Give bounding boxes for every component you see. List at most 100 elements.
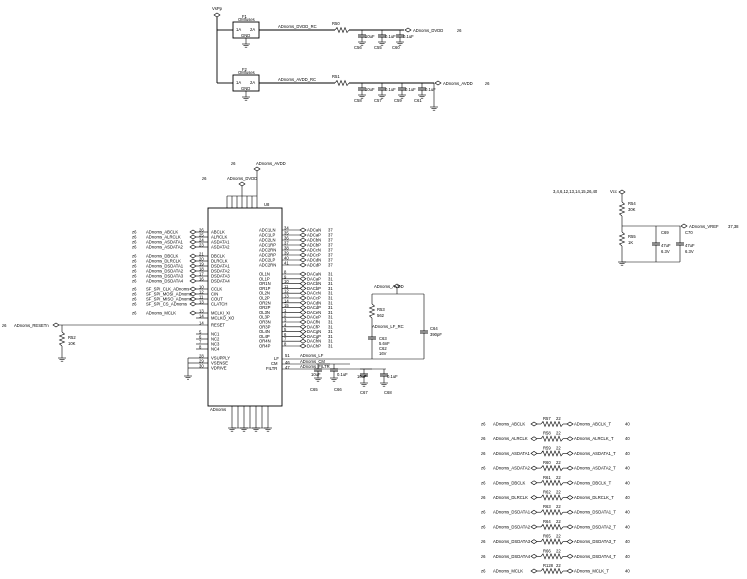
pin-net: DACaN bbox=[307, 272, 321, 277]
pin-ref: 31 bbox=[328, 320, 333, 325]
row-ref: R64 bbox=[543, 519, 551, 524]
pin-ref: 31 bbox=[328, 344, 333, 349]
row-ps: z6 bbox=[481, 539, 486, 544]
pin-name: ASDATA2 bbox=[211, 245, 230, 250]
pin-ref: 31 bbox=[328, 310, 333, 315]
svg-text:46: 46 bbox=[285, 360, 290, 365]
reset-circuit: z6 ADnoms_RESETn R52 10K bbox=[2, 322, 208, 362]
pin-net: DACbP bbox=[307, 286, 321, 291]
pin-name: OR2N bbox=[259, 300, 271, 305]
pin-ps: z6 bbox=[132, 302, 137, 307]
pin-name: ADC2LN bbox=[259, 238, 276, 243]
pin-number: 9 bbox=[284, 274, 287, 279]
pin-number: 11 bbox=[284, 284, 289, 289]
pin-name: OL3N bbox=[259, 310, 270, 315]
row-page: 40 bbox=[625, 466, 630, 471]
pin-number: 6 bbox=[284, 332, 287, 337]
ic-body bbox=[207, 207, 283, 407]
pin-ref: 31 bbox=[328, 281, 333, 286]
pin-name: OL4N bbox=[259, 329, 270, 334]
row-ref: R57 bbox=[543, 416, 551, 421]
svg-text:F1: F1 bbox=[242, 14, 248, 19]
pin-number: 29 bbox=[199, 359, 204, 364]
pin-number: 19 bbox=[199, 262, 204, 267]
svg-text:10uF: 10uF bbox=[365, 34, 375, 39]
svg-text:C68: C68 bbox=[384, 390, 392, 395]
pin-name: ABCLK bbox=[211, 230, 225, 235]
pin-name: OR1P bbox=[259, 286, 271, 291]
pin-ref: 31 bbox=[328, 276, 333, 281]
pin-net: ADCdP bbox=[307, 263, 321, 268]
svg-text:562: 562 bbox=[377, 313, 385, 318]
pin-ref: 37 bbox=[328, 243, 333, 248]
row-page: 40 bbox=[625, 524, 630, 529]
pin-name: OR1N bbox=[259, 281, 271, 286]
pin-name: DSDATA3 bbox=[211, 274, 230, 279]
avdd-cap-c59: C59 0.1uF bbox=[394, 82, 416, 103]
pin-number: 38 bbox=[284, 246, 289, 251]
avdd-cap-c58: C58 10uF bbox=[354, 82, 375, 103]
pin-number: 10 bbox=[199, 285, 204, 290]
row-ps: z6 bbox=[481, 480, 486, 485]
row-ps: z6 bbox=[481, 436, 486, 441]
svg-text:z6: z6 bbox=[231, 161, 236, 166]
row-ref: R59 bbox=[543, 445, 551, 450]
pin-number: 28 bbox=[199, 354, 204, 359]
svg-text:ADnoms_VREF: ADnoms_VREF bbox=[689, 224, 719, 229]
pin-name: OL2N bbox=[259, 291, 270, 296]
svg-text:0.1uF: 0.1uF bbox=[337, 372, 348, 377]
pin-ref: 37 bbox=[328, 263, 333, 268]
pin-ps: z6 bbox=[132, 235, 137, 240]
pin-name: NC2 bbox=[211, 337, 220, 342]
row-in-net: ADnoms_MCLK bbox=[493, 569, 523, 574]
pin-ref: 31 bbox=[328, 296, 333, 301]
row-in-net: ADnoms_DSDATA3 bbox=[493, 539, 531, 544]
svg-text:10uF: 10uF bbox=[365, 87, 375, 92]
pin-number: 21 bbox=[199, 252, 204, 257]
row-ps: z6 bbox=[481, 451, 486, 456]
svg-text:6.3V: 6.3V bbox=[685, 249, 694, 254]
pin-net: DACgN bbox=[307, 329, 321, 334]
pin-number: 8 bbox=[199, 345, 202, 350]
pin-number: 14 bbox=[284, 298, 289, 303]
pin-net: SF_SPI_MISO_ADnoms bbox=[146, 297, 192, 302]
pin-net: SF_SPI_MOSI_ADnoms bbox=[146, 292, 192, 297]
row-ps: z6 bbox=[481, 524, 486, 529]
pin-net: ADnoms_DLRCLK bbox=[146, 259, 181, 264]
dvdd-port-icon bbox=[404, 27, 412, 33]
pin-net: DACgP bbox=[307, 334, 321, 339]
pin-name: OR4N bbox=[259, 339, 271, 344]
pin-ps: z6 bbox=[132, 274, 137, 279]
pin-name: OR3N bbox=[259, 320, 271, 325]
pin-name: DSDATA1 bbox=[211, 264, 230, 269]
pin-name: DSDATA2 bbox=[211, 269, 230, 274]
svg-text:C63: C63 bbox=[379, 336, 387, 341]
pin-name: ADC2RN bbox=[259, 248, 276, 253]
pin-name: OL1P bbox=[259, 276, 270, 281]
pin-name: ALRCLK bbox=[211, 235, 227, 240]
pin-net: DACeP bbox=[307, 315, 321, 320]
pin-number: 13 bbox=[284, 294, 289, 299]
pin-net: SF_SPI_CS_ADnoms bbox=[146, 302, 187, 307]
pin-name: MCLKI_XI bbox=[211, 311, 230, 316]
svg-text:C64: C64 bbox=[430, 326, 438, 331]
pin-ps: z6 bbox=[132, 311, 137, 316]
pin-net: DAChN bbox=[307, 339, 321, 344]
row-ps: z6 bbox=[481, 510, 486, 515]
